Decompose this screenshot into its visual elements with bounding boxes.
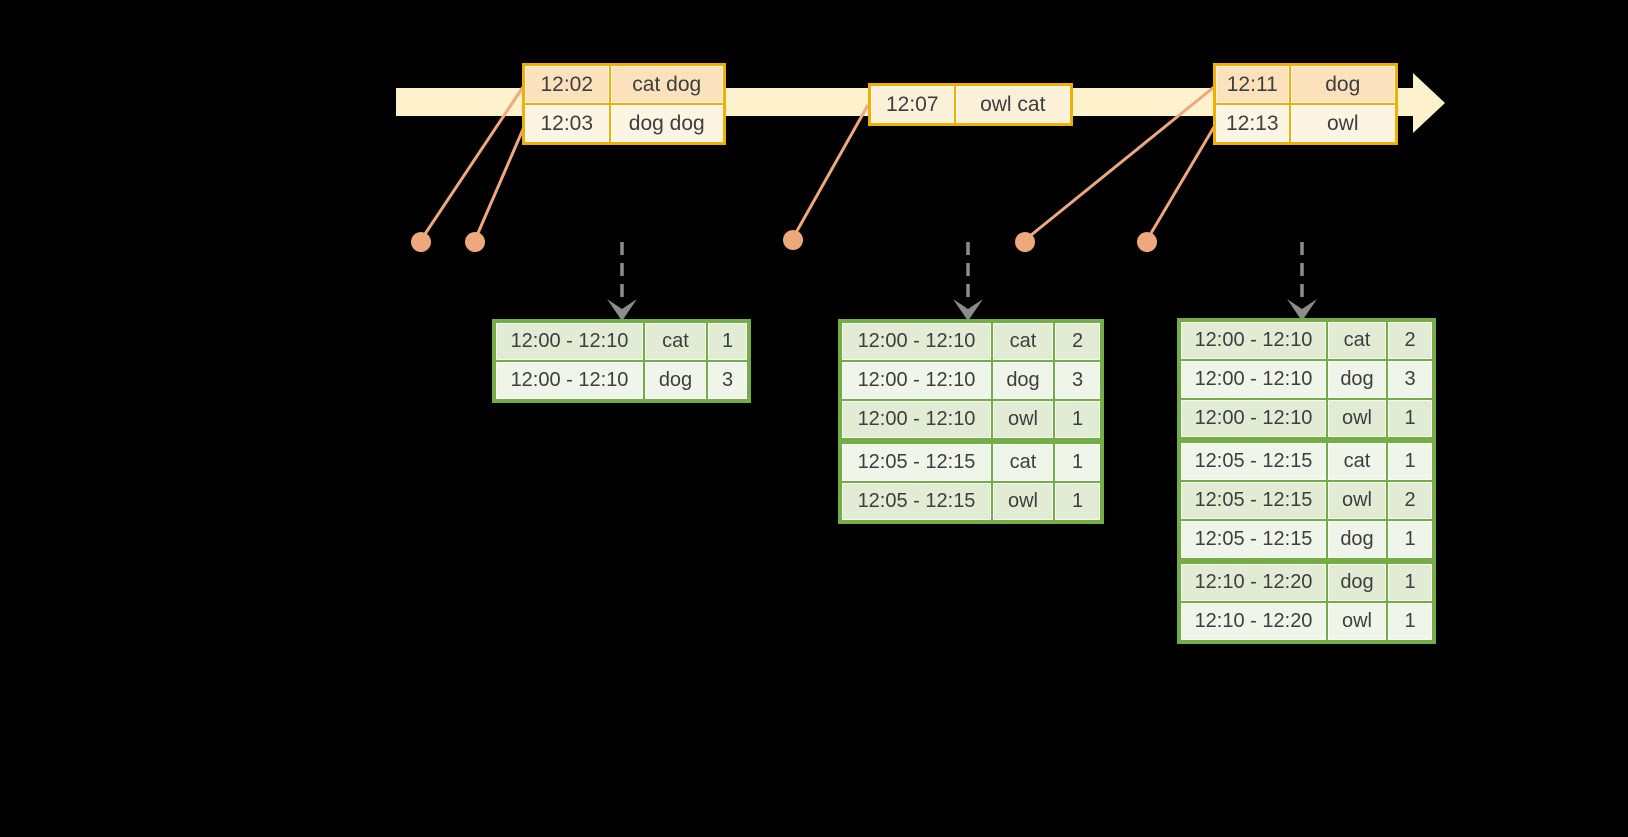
event-dot bbox=[1015, 232, 1035, 252]
table-cell: 12:00 - 12:10 bbox=[1178, 398, 1328, 441]
event-dot bbox=[783, 230, 803, 250]
table-cell: owl bbox=[1326, 601, 1388, 643]
table-cell: 1 bbox=[706, 320, 750, 362]
table-cell: 12:00 - 12:10 bbox=[1178, 319, 1328, 361]
timeline-arrowhead-icon bbox=[1413, 73, 1445, 133]
table-cell: 3 bbox=[706, 360, 750, 402]
table-cell: owl bbox=[991, 481, 1055, 523]
table-cell: 1 bbox=[1053, 438, 1103, 483]
table-cell: 12:07 bbox=[868, 83, 956, 126]
table-cell: 12:05 - 12:15 bbox=[839, 438, 993, 483]
trigger-arrow-icon bbox=[1287, 242, 1317, 321]
table-cell: 12:05 - 12:15 bbox=[1178, 519, 1328, 562]
table-cell: dog bbox=[1326, 558, 1388, 603]
table-cell: 12:00 - 12:10 bbox=[1178, 359, 1328, 400]
table-cell: 1 bbox=[1386, 601, 1435, 643]
table-cell: 12:00 - 12:10 bbox=[493, 360, 645, 402]
table-cell: 12:13 bbox=[1213, 103, 1291, 145]
table-cell: 12:10 - 12:20 bbox=[1178, 558, 1328, 603]
table-cell: cat bbox=[643, 320, 708, 362]
event-connector-line bbox=[1145, 126, 1216, 241]
table-cell: 3 bbox=[1386, 359, 1435, 400]
trigger-arrow-icon bbox=[953, 242, 983, 321]
event-dot bbox=[465, 232, 485, 252]
table-cell: 12:05 - 12:15 bbox=[1178, 437, 1328, 482]
table-cell: 12:05 - 12:15 bbox=[1178, 480, 1328, 521]
table-cell: 12:00 - 12:10 bbox=[493, 320, 645, 362]
table-cell: dog bbox=[1326, 359, 1388, 400]
table-cell: 12:11 bbox=[1213, 63, 1291, 105]
table-cell: 1 bbox=[1386, 519, 1435, 562]
table-cell: dog bbox=[1288, 63, 1398, 105]
table-cell: 1 bbox=[1053, 481, 1103, 523]
table-cell: cat bbox=[1326, 437, 1388, 482]
table-cell: owl bbox=[1288, 103, 1398, 145]
table-cell: 12:10 - 12:20 bbox=[1178, 601, 1328, 643]
table-cell: 3 bbox=[1053, 360, 1103, 401]
table-cell: 2 bbox=[1053, 320, 1103, 362]
trigger-arrow-icon bbox=[607, 242, 637, 321]
table-cell: owl bbox=[1326, 480, 1388, 521]
table-cell: cat bbox=[991, 438, 1055, 483]
table-cell: 12:00 - 12:10 bbox=[839, 399, 993, 442]
event-connector-line bbox=[1024, 85, 1215, 242]
table-cell: dog dog bbox=[608, 103, 726, 145]
table-cell: cat bbox=[1326, 319, 1388, 361]
table-cell: 2 bbox=[1386, 480, 1435, 521]
table-cell: owl cat bbox=[953, 83, 1073, 126]
table-cell: 12:00 - 12:10 bbox=[839, 360, 993, 401]
table-cell: 12:02 bbox=[522, 63, 611, 105]
table-cell: cat dog bbox=[608, 63, 726, 105]
table-cell: dog bbox=[1326, 519, 1388, 562]
table-cell: 1 bbox=[1386, 558, 1435, 603]
table-cell: owl bbox=[1326, 398, 1388, 441]
table-cell: cat bbox=[991, 320, 1055, 362]
table-cell: 2 bbox=[1386, 319, 1435, 361]
event-connector-line bbox=[473, 126, 526, 241]
table-cell: dog bbox=[991, 360, 1055, 401]
event-dot bbox=[1137, 232, 1157, 252]
event-connector-line bbox=[419, 86, 525, 241]
table-cell: 12:05 - 12:15 bbox=[839, 481, 993, 523]
table-cell: 12:03 bbox=[522, 103, 611, 145]
table-cell: dog bbox=[643, 360, 708, 402]
table-cell: 1 bbox=[1386, 398, 1435, 441]
event-dot bbox=[411, 232, 431, 252]
table-cell: 1 bbox=[1386, 437, 1435, 482]
event-connector-line bbox=[791, 104, 870, 239]
table-cell: 12:00 - 12:10 bbox=[839, 320, 993, 362]
table-cell: owl bbox=[991, 399, 1055, 442]
table-cell: 1 bbox=[1053, 399, 1103, 442]
